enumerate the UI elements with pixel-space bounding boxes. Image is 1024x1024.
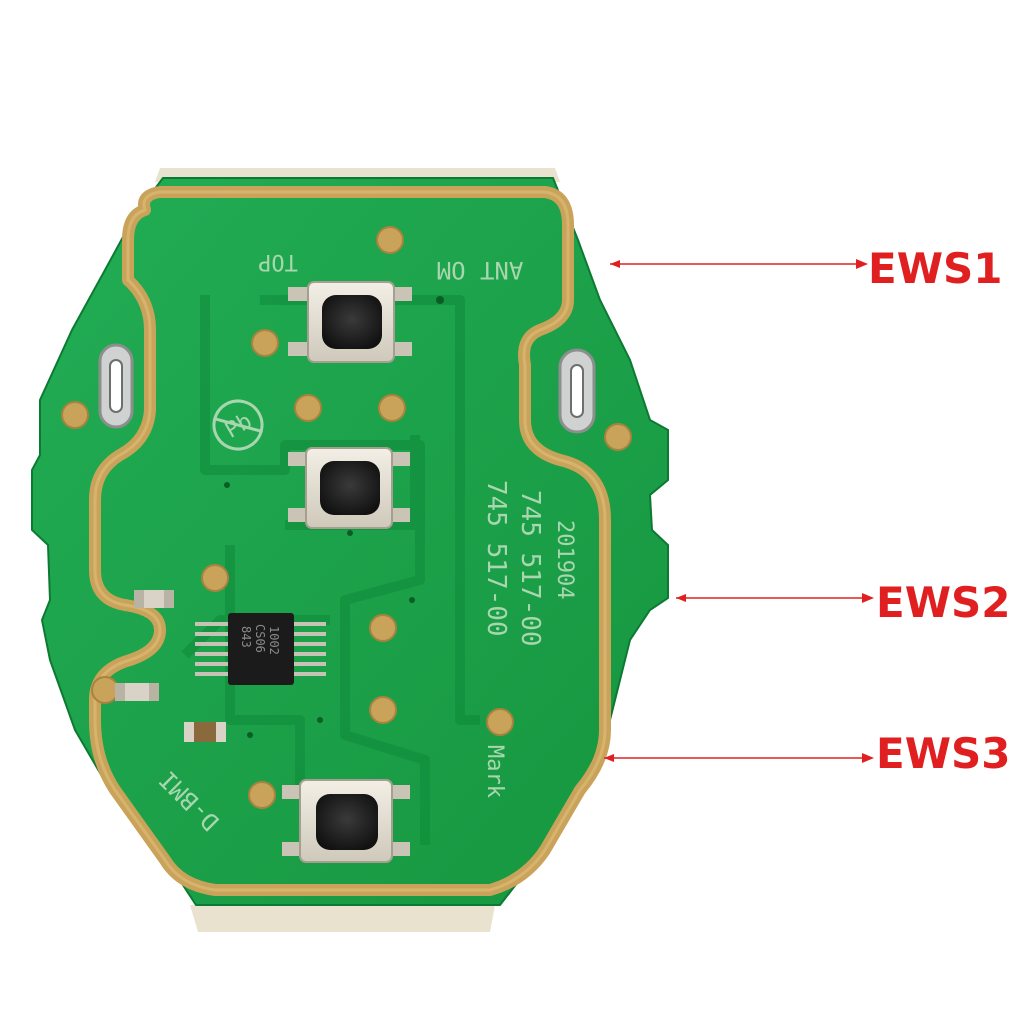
ic-chip: 1002 CS06 843	[195, 613, 326, 685]
silk-top: TOP	[258, 249, 298, 274]
tactile-button-bottom	[282, 779, 410, 863]
test-pads	[61, 226, 632, 809]
callout-label-ews2: EWS2	[876, 578, 1011, 627]
chip-marking-line2: CS06	[253, 624, 267, 653]
silk-mark: Mark	[482, 745, 507, 798]
callout-ews1: EWS1	[610, 244, 1003, 293]
silk-code-a: 745 517-00	[515, 490, 545, 647]
silkscreen: TOP ANT OM 201904 745 517-00 745 517-00 …	[154, 249, 577, 836]
callout-ews3: EWS3	[604, 729, 1011, 778]
smd-capacitor-1	[134, 590, 174, 608]
silk-code-b: 745 517-00	[481, 480, 511, 637]
chip-marking-line1: 1002	[267, 626, 281, 655]
mounting-slot-right	[558, 348, 596, 434]
smd-capacitor-2	[115, 683, 159, 701]
chip-marking-line3: 843	[239, 626, 253, 648]
vias	[224, 296, 444, 738]
tactile-button-top	[288, 281, 412, 363]
callout-label-ews3: EWS3	[876, 729, 1011, 778]
board-edge-bottom	[190, 905, 495, 932]
smd-resistor	[184, 722, 226, 742]
silk-antenna: ANT OM	[437, 256, 524, 284]
silk-code-201904: 201904	[552, 520, 577, 599]
callout-ews2: EWS2	[676, 578, 1011, 627]
mounting-slot-left	[98, 343, 134, 429]
callout-label-ews1: EWS1	[868, 244, 1003, 293]
tactile-button-middle	[288, 447, 410, 529]
